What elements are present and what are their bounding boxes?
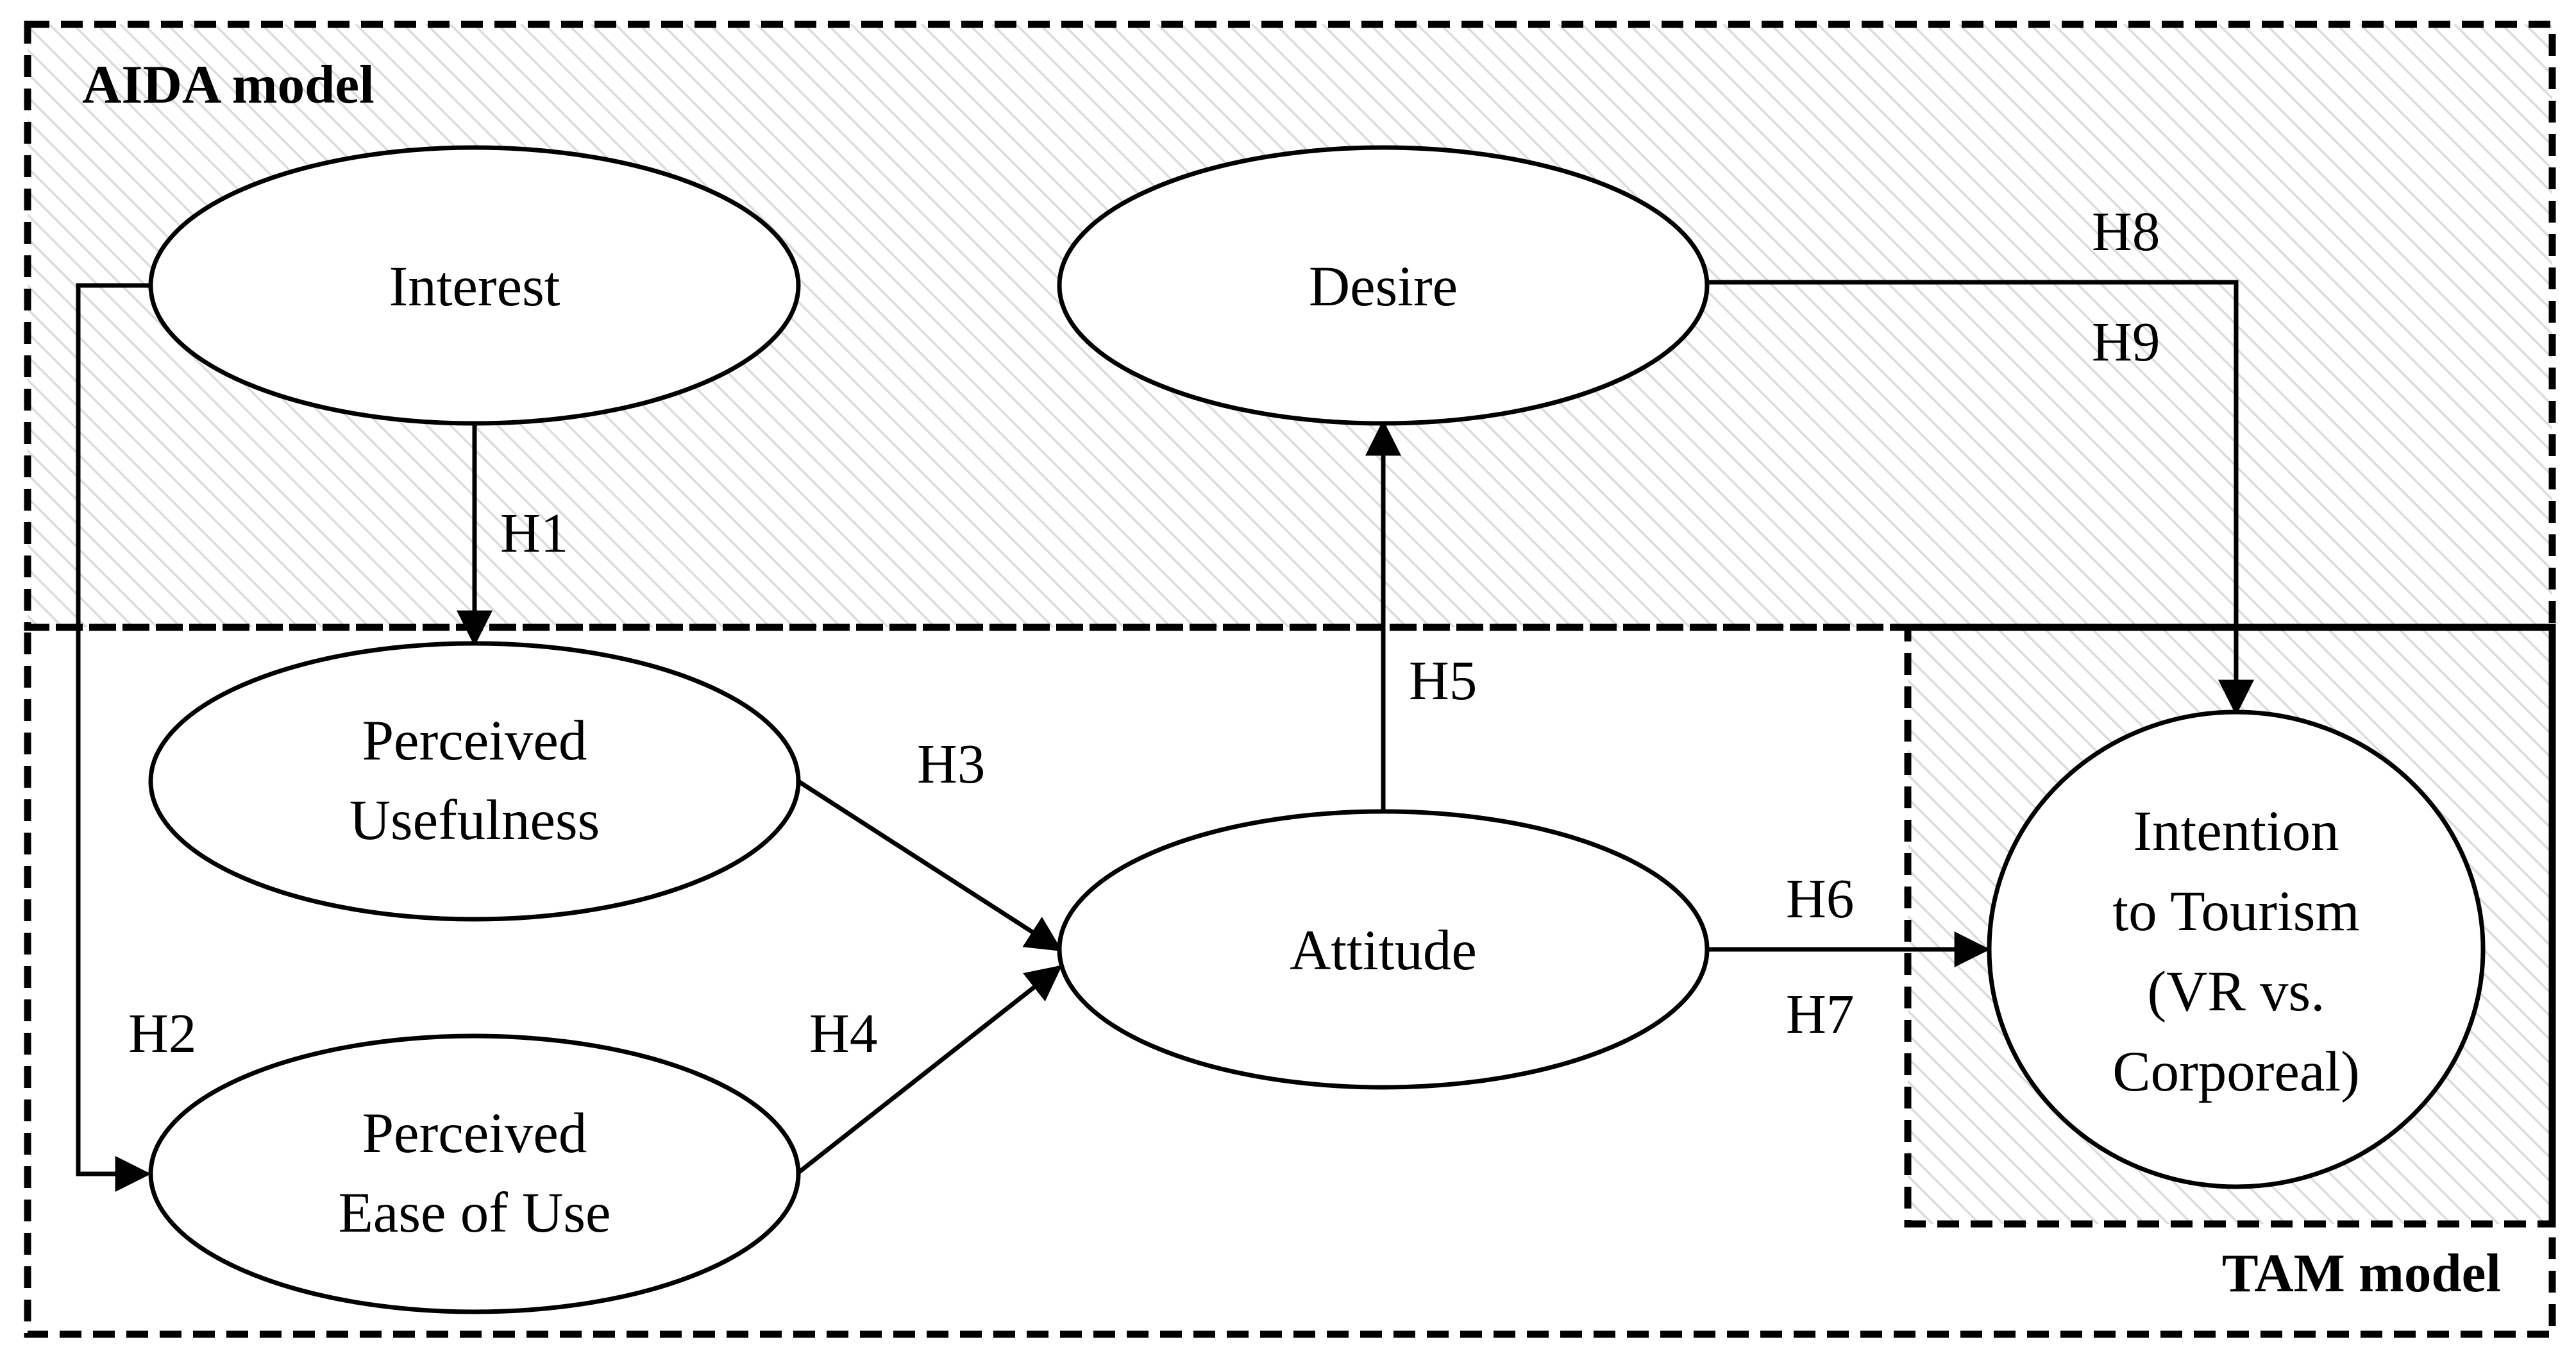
node-desire-label: Desire bbox=[1309, 255, 1458, 318]
edge-label-h2: H2 bbox=[128, 1002, 196, 1064]
node-perceived-usefulness[interactable]: Perceived Usefulness bbox=[148, 641, 801, 922]
node-attitude-label: Attitude bbox=[1290, 919, 1477, 982]
node-intention-to-tourism[interactable]: Intention to Tourism (VR vs. Corporeal) bbox=[1987, 709, 2486, 1189]
node-desire[interactable]: Desire bbox=[1057, 145, 1710, 426]
node-perceived-ease-of-use[interactable]: Perceived Ease of Use bbox=[148, 1033, 801, 1314]
edges bbox=[76, 280, 2254, 1192]
tam-region-border bbox=[24, 624, 2556, 1338]
node-intention-line3: (VR vs. bbox=[2148, 960, 2325, 1023]
intention-region-border bbox=[1904, 624, 2556, 1228]
node-attitude[interactable]: Attitude bbox=[1057, 809, 1710, 1090]
node-ease-line1: Perceived bbox=[362, 1102, 587, 1165]
edge-h3 bbox=[797, 779, 1063, 952]
edge-label-h7: H7 bbox=[1786, 983, 1854, 1045]
edge-label-h4: H4 bbox=[809, 1002, 877, 1064]
edge-label-h3: H3 bbox=[917, 733, 985, 795]
tam-region-label: TAM model bbox=[2222, 1243, 2501, 1303]
edge-label-h5: H5 bbox=[1409, 649, 1477, 711]
edge-label-h1: H1 bbox=[500, 502, 568, 564]
edge-label-h6: H6 bbox=[1786, 867, 1854, 929]
node-interest-label: Interest bbox=[389, 255, 560, 318]
node-usefulness-line2: Usefulness bbox=[349, 789, 600, 852]
edge-label-h8: H8 bbox=[2092, 200, 2160, 262]
edge-h8-h9 bbox=[1709, 280, 2254, 716]
node-usefulness-line1: Perceived bbox=[362, 709, 587, 772]
node-intention-line4: Corporeal) bbox=[2112, 1040, 2360, 1103]
aida-region-border bbox=[24, 21, 2556, 631]
edge-label-h9: H9 bbox=[2092, 310, 2160, 373]
node-intention-line2: to Tourism bbox=[2112, 880, 2359, 943]
node-interest[interactable]: Interest bbox=[148, 145, 801, 426]
aida-region-label: AIDA model bbox=[82, 55, 375, 115]
node-intention-line1: Intention bbox=[2133, 800, 2339, 863]
node-ease-line2: Ease of Use bbox=[338, 1182, 610, 1244]
edge-h2 bbox=[76, 283, 154, 1192]
edge-h4 bbox=[796, 965, 1063, 1175]
